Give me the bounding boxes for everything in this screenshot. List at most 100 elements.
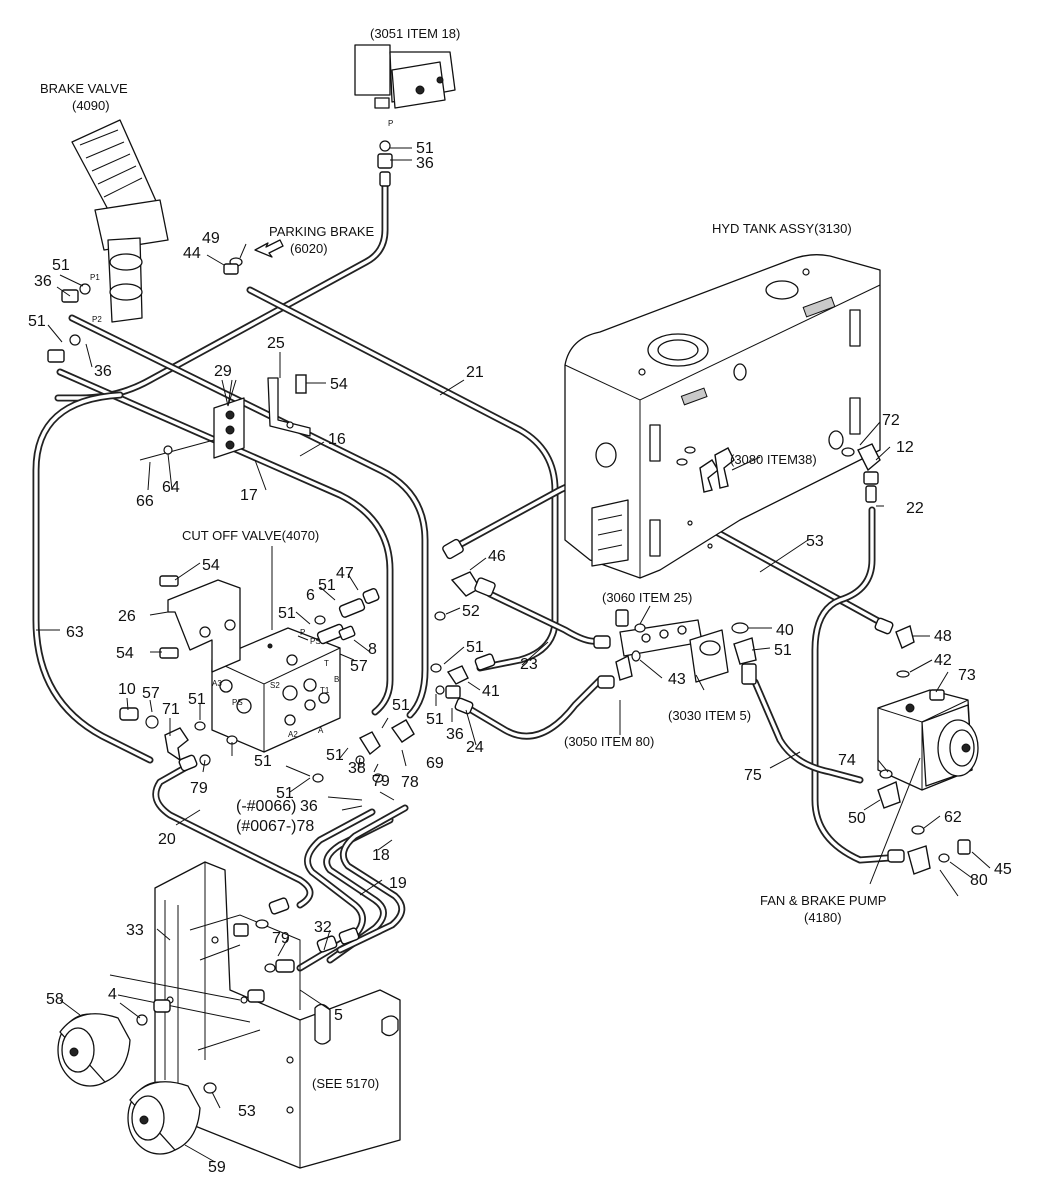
brake-port-p2: P2 <box>92 315 102 324</box>
callout-label: 47 <box>336 565 354 582</box>
fan-pump-ref: (4180) <box>804 910 842 925</box>
parking-brake-arrow <box>223 239 284 275</box>
callout-label: 79 <box>372 773 390 790</box>
callout-label: 38 <box>348 760 366 777</box>
callout-label: 36 <box>94 363 112 380</box>
callout-label: 36 <box>300 798 318 815</box>
callout-label: 58 <box>46 991 64 1008</box>
callout-label: 66 <box>136 493 154 510</box>
brake-valve-label: BRAKE VALVE <box>40 81 128 96</box>
callout-label: 25 <box>267 335 285 352</box>
callout-label: 45 <box>994 861 1012 878</box>
serial-b-label: (#0067-)78 <box>236 818 314 835</box>
callout-label: 46 <box>488 548 506 565</box>
callout-label: 57 <box>142 685 160 702</box>
callout-label: 36 <box>446 726 464 743</box>
callout-label: 53 <box>238 1103 256 1120</box>
callout-label: 51 <box>188 691 206 708</box>
callout-label: 5 <box>334 1007 343 1024</box>
cov-port-ps: PS <box>232 698 243 707</box>
hydraulic-tank <box>564 254 881 579</box>
brake-port-p1: P1 <box>90 273 100 282</box>
callout-label: 50 <box>848 810 866 827</box>
item-3030-label: (3030 ITEM 5) <box>668 708 751 723</box>
callout-numbers: 51 36 49 44 51 36 51 36 25 54 29 21 16 1… <box>28 140 1012 1176</box>
callout-label: 51 <box>466 639 484 656</box>
callout-label: 26 <box>118 608 136 625</box>
callout-label: 62 <box>944 809 962 826</box>
leader-lines <box>36 147 991 1163</box>
callout-label: 79 <box>190 780 208 797</box>
parking-brake-label: PARKING BRAKE <box>269 224 375 239</box>
see-5170-label: (SEE 5170) <box>312 1076 379 1091</box>
callout-label: 6 <box>306 587 315 604</box>
callout-label: 43 <box>668 671 686 688</box>
callout-label: 69 <box>426 755 444 772</box>
callout-label: 8 <box>368 641 377 658</box>
callout-label: 79 <box>272 930 290 947</box>
hose-lines <box>32 178 892 972</box>
callout-label: 51 <box>318 577 336 594</box>
manifold-blocks <box>430 538 757 715</box>
callout-label: 78 <box>401 774 419 791</box>
fan-pump-label: FAN & BRAKE PUMP <box>760 893 886 908</box>
callout-label: 21 <box>466 364 484 381</box>
callout-label: 51 <box>416 140 434 157</box>
callout-label: 4 <box>108 986 117 1003</box>
callout-label: 36 <box>34 273 52 290</box>
callout-label: 36 <box>416 155 434 172</box>
callout-label: 75 <box>744 767 762 784</box>
callout-label: 71 <box>162 701 180 718</box>
fan-brake-pump <box>874 617 979 875</box>
callout-label: 51 <box>254 753 272 770</box>
callout-label: 18 <box>372 847 390 864</box>
callout-label: 19 <box>389 875 407 892</box>
callout-label: 29 <box>214 363 232 380</box>
callout-label: 59 <box>208 1159 226 1176</box>
cov-port-t1: T1 <box>320 686 330 695</box>
solenoid-valve-label: (3051 ITEM 18) <box>370 26 460 41</box>
callout-label: 64 <box>162 479 180 496</box>
callout-label: 80 <box>970 872 988 889</box>
callout-label: 10 <box>118 681 136 698</box>
callout-label: 53 <box>806 533 824 550</box>
solenoid-port-p: P <box>388 119 393 128</box>
callout-label: 51 <box>774 642 792 659</box>
cut-off-valve: P PS1 T T1 B S2 PS A3 A2 A <box>119 575 415 783</box>
callout-label: 32 <box>314 919 332 936</box>
parking-brake-ref: (6020) <box>290 241 328 256</box>
cut-off-valve-label: CUT OFF VALVE(4070) <box>182 528 319 543</box>
callout-label: 24 <box>466 739 484 756</box>
cov-port-t: T <box>324 659 329 668</box>
callout-label: 51 <box>392 697 410 714</box>
callout-label: 12 <box>896 439 914 456</box>
callout-label: 73 <box>958 667 976 684</box>
item-3060-label: (3060 ITEM 25) <box>602 590 692 605</box>
cov-port-a: A <box>318 726 324 735</box>
serial-a-label: (-#0066) <box>236 798 296 815</box>
brake-valve-ref: (4090) <box>72 98 110 113</box>
callout-label: 49 <box>202 230 220 247</box>
cov-port-a3: A3 <box>212 679 222 688</box>
callout-label: 74 <box>838 752 856 769</box>
callout-label: 51 <box>426 711 444 728</box>
callout-label: 20 <box>158 831 176 848</box>
callout-label: 72 <box>882 412 900 429</box>
callout-label: 22 <box>906 500 924 517</box>
callout-label: 44 <box>183 245 201 262</box>
callout-label: 52 <box>462 603 480 620</box>
callout-label: 63 <box>66 624 84 641</box>
clamp-block <box>139 374 311 461</box>
text-labels: (3051 ITEM 18) BRAKE VALVE (4090) PARKIN… <box>40 26 886 1091</box>
callout-label: 51 <box>278 605 296 622</box>
tank-item-label: (3080 ITEM38) <box>730 452 817 467</box>
callout-label: 51 <box>326 747 344 764</box>
callout-label: 23 <box>520 656 538 673</box>
solenoid-valve: P <box>354 44 456 187</box>
callout-label: 16 <box>328 431 346 448</box>
callout-label: 51 <box>52 257 70 274</box>
callout-label: 54 <box>116 645 134 662</box>
hyd-tank-label: HYD TANK ASSY(3130) <box>712 221 852 236</box>
callout-label: 48 <box>934 628 952 645</box>
